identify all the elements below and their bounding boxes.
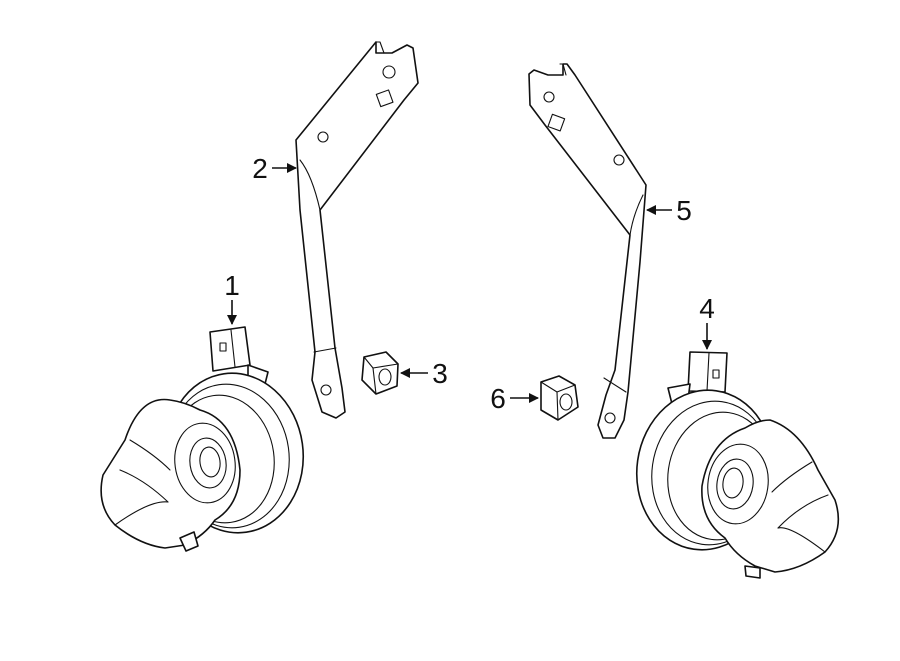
callout-3: 3 [400, 358, 448, 389]
callout-5-label: 5 [676, 195, 692, 226]
callout-1-label: 1 [224, 270, 240, 301]
right-bracket [528, 63, 647, 439]
callout-4: 4 [699, 293, 715, 350]
callout-2: 2 [252, 153, 297, 184]
left-horn [100, 326, 305, 552]
callout-1: 1 [224, 270, 240, 325]
left-bracket [295, 41, 419, 419]
right-nut [540, 375, 579, 421]
callout-4-label: 4 [699, 293, 715, 324]
left-nut [361, 351, 399, 395]
callout-6: 6 [490, 383, 539, 414]
callout-5: 5 [646, 195, 692, 226]
callout-2-label: 2 [252, 153, 268, 184]
right-horn [635, 351, 840, 579]
callout-6-label: 6 [490, 383, 506, 414]
callout-3-label: 3 [432, 358, 448, 389]
